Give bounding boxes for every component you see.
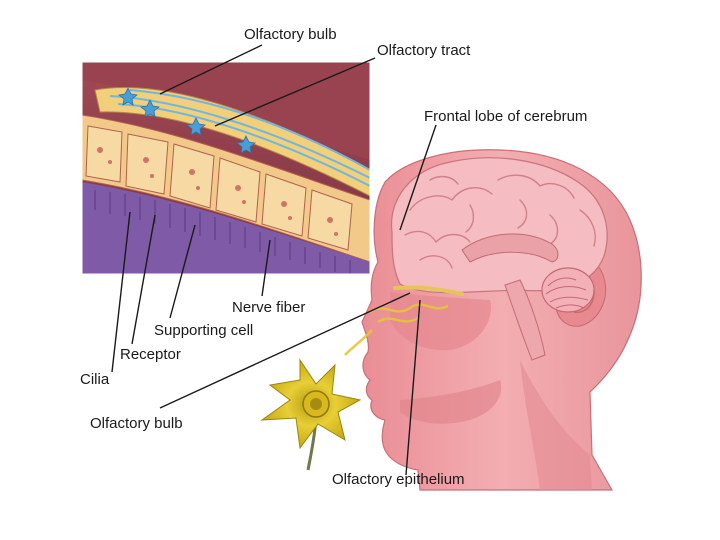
brain-illustration [390, 157, 608, 361]
label-nerve-fiber: Nerve fiber [232, 299, 306, 316]
label-frontal-lobe: Frontal lobe of cerebrum [424, 108, 588, 125]
odor-waves [344, 303, 449, 356]
cilia-band [82, 182, 370, 274]
cerebellum [541, 267, 595, 313]
label-receptor: Receptor [120, 346, 181, 363]
daffodil-flower [260, 358, 362, 471]
corpus-callosum [461, 233, 559, 263]
olfactory-tract-band [94, 87, 370, 197]
label-cilia: Cilia [80, 371, 110, 388]
label-olfactory-tract: Olfactory tract [377, 42, 471, 59]
olfactory-bulb-small [393, 285, 464, 296]
leader-lines [111, 44, 437, 476]
label-olfactory-bulb-bottom: Olfactory bulb [90, 415, 183, 432]
brainstem [504, 279, 546, 361]
epithelium-inset [81, 61, 371, 275]
label-olfactory-epithelium: Olfactory epithelium [332, 471, 465, 488]
label-olfactory-bulb-top: Olfactory bulb [244, 26, 337, 43]
label-supporting-cell: Supporting cell [154, 322, 254, 339]
